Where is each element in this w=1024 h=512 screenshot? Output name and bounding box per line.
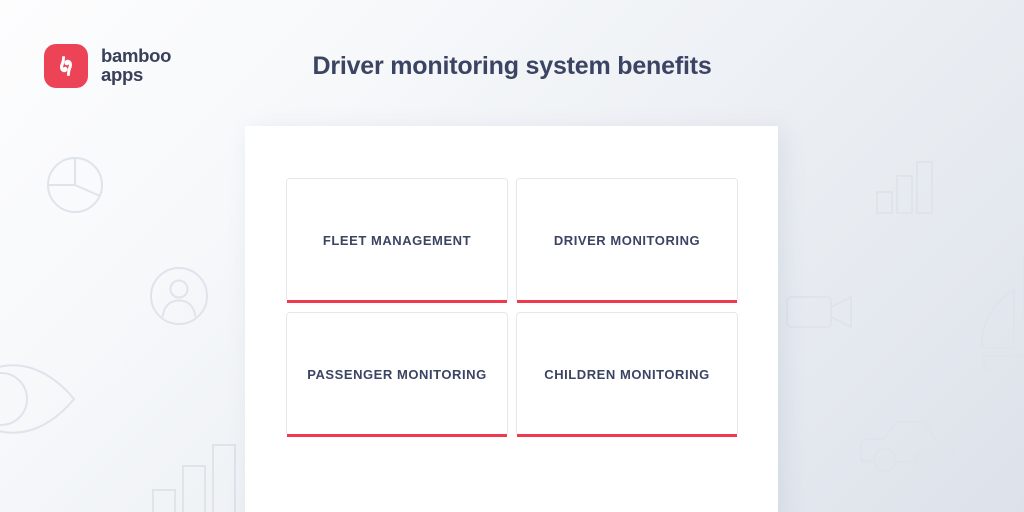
benefit-card-fleet-management[interactable]: FLEET MANAGEMENT <box>286 178 508 303</box>
camera-icon <box>786 295 852 329</box>
bar-chart-icon <box>876 161 933 214</box>
benefit-card-children-monitoring[interactable]: CHILDREN MONITORING <box>516 312 738 437</box>
eye-icon <box>0 364 76 434</box>
brand-name-line1: bamboo <box>101 45 172 67</box>
pie-chart-icon <box>47 157 103 213</box>
car-icon <box>859 421 955 472</box>
benefits-grid: FLEET MANAGEMENT DRIVER MONITORING PASSE… <box>286 178 738 437</box>
benefit-card-passenger-monitoring[interactable]: PASSENGER MONITORING <box>286 312 508 437</box>
bamboo-leaf-icon <box>44 44 88 88</box>
card-accent-bar <box>517 434 737 437</box>
benefit-card-driver-monitoring[interactable]: DRIVER MONITORING <box>516 178 738 303</box>
card-accent-bar <box>517 300 737 303</box>
benefit-card-label: CHILDREN MONITORING <box>544 366 710 382</box>
pie-wedge-icon <box>980 256 1024 370</box>
page-title: Driver monitoring system benefits <box>312 52 712 80</box>
card-accent-bar <box>287 434 507 437</box>
brand-wordmark: bamboo apps <box>101 45 172 85</box>
card-accent-bar <box>287 300 507 303</box>
person-circle-icon <box>150 267 208 325</box>
benefit-card-label: DRIVER MONITORING <box>553 232 701 248</box>
brand-name-line2: apps <box>101 64 143 85</box>
benefit-card-label: PASSENGER MONITORING <box>307 366 487 382</box>
brand-logo[interactable]: bamboo apps <box>44 44 171 88</box>
bar-chart-icon <box>152 444 236 512</box>
benefit-card-label: FLEET MANAGEMENT <box>322 232 472 248</box>
